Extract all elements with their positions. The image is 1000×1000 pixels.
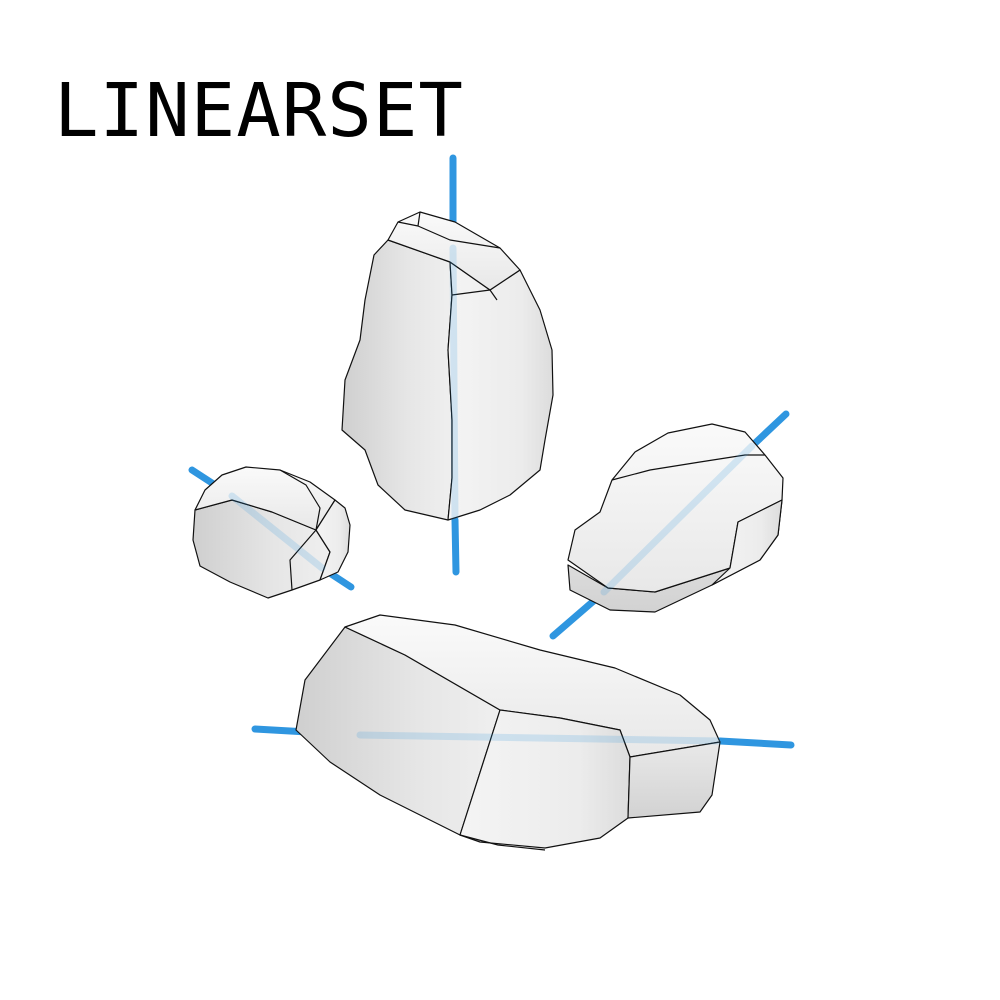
small-rock: [188, 466, 355, 599]
right-rock: [549, 410, 790, 640]
bottom-rock: [251, 614, 795, 851]
page-title: LINEARSET: [54, 68, 464, 154]
bottom-rock-rod-right: [716, 737, 795, 749]
tall-rock-rod-bottom: [451, 516, 460, 576]
tall-rock: [341, 154, 554, 576]
right-rock-rod-top: [748, 410, 790, 450]
